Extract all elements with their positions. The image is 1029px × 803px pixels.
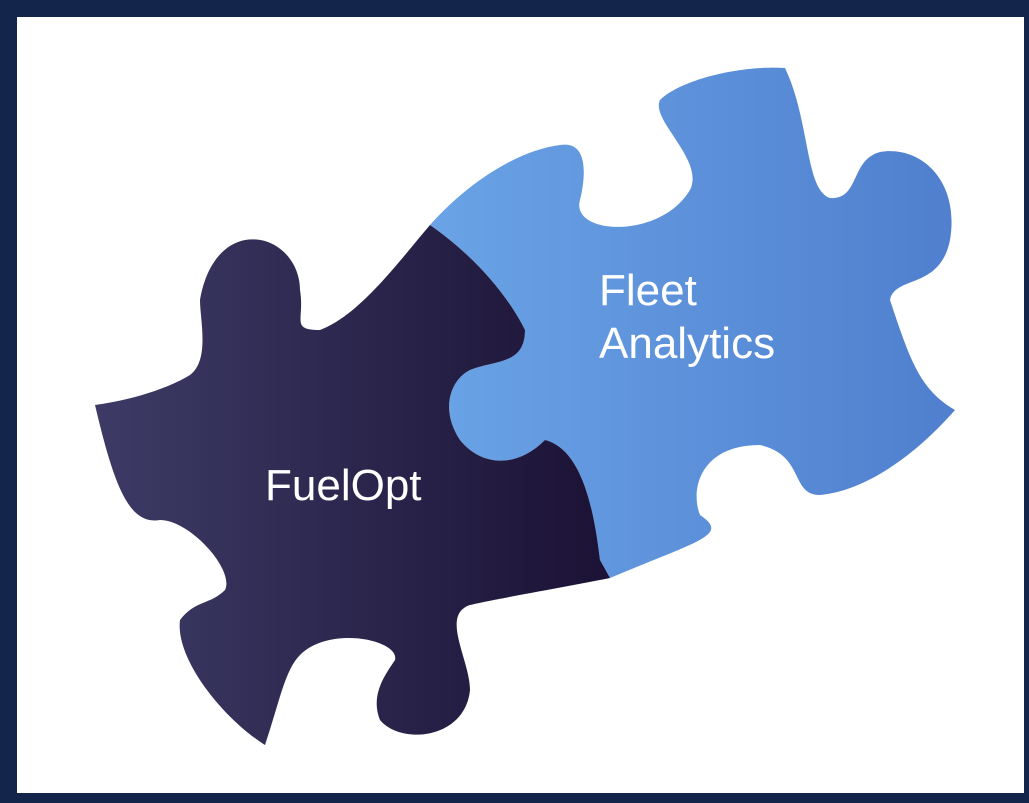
fuelopt-label-text: FuelOpt	[265, 461, 422, 510]
fuelopt-label: FuelOpt	[265, 460, 422, 513]
fleet-analytics-label: Fleet Analytics	[599, 265, 775, 371]
puzzle-piece-fuelopt	[95, 225, 610, 745]
fleet-analytics-label-line-1: Fleet	[599, 266, 697, 315]
puzzle-piece-fleet-analytics	[430, 67, 955, 578]
fleet-analytics-label-line-2: Analytics	[599, 318, 776, 368]
